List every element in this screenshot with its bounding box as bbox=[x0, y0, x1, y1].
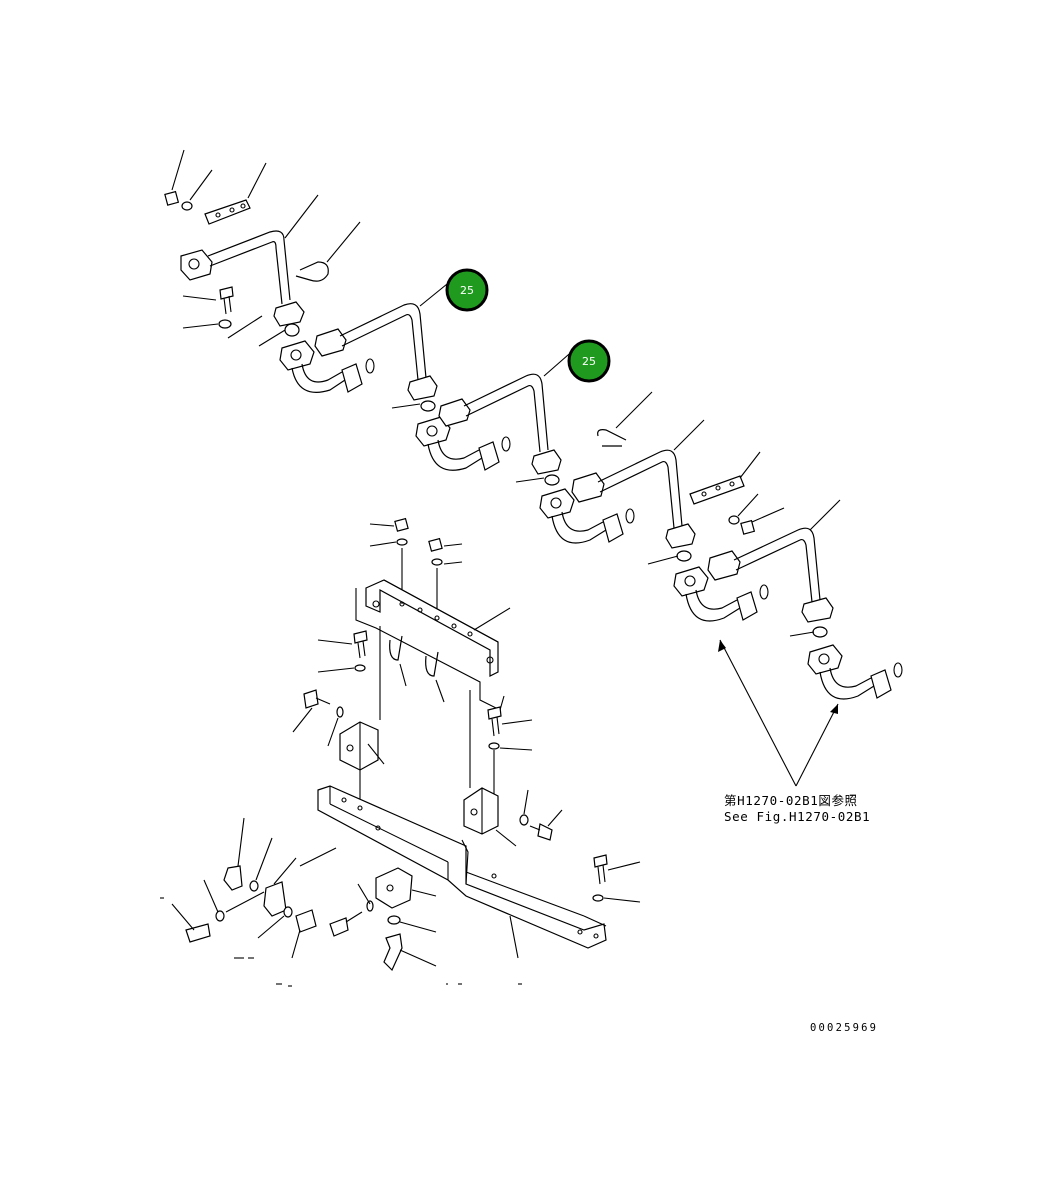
callout-badge[interactable]: 25 bbox=[567, 339, 611, 383]
callout-badge-label: 25 bbox=[460, 284, 474, 297]
clamp-plate-part bbox=[204, 199, 251, 225]
pipe-assembly-2 bbox=[314, 279, 511, 471]
pipe-flange-part bbox=[180, 249, 213, 281]
pipe-assembly-1 bbox=[164, 149, 375, 393]
pipe-assembly-5 bbox=[673, 499, 903, 787]
bracket-assembly bbox=[160, 517, 641, 987]
pipe-assembly-4 bbox=[571, 391, 785, 565]
callout-badge-label: 25 bbox=[582, 355, 596, 368]
u-bolt-part bbox=[295, 261, 329, 282]
callout-badge-circle bbox=[567, 339, 611, 383]
bolt-part bbox=[219, 286, 234, 300]
nut-part bbox=[164, 190, 180, 206]
callout-badge-circle bbox=[445, 268, 489, 312]
callout-badge[interactable]: 25 bbox=[445, 268, 489, 312]
document-number: 00025969 bbox=[810, 1022, 878, 1034]
reference-note-jp: 第H1270-02B1図参照 bbox=[724, 793, 858, 808]
reference-note-en: See Fig.H1270-02B1 bbox=[724, 809, 870, 824]
washer-part bbox=[181, 201, 193, 211]
pipe-assembly-3 bbox=[438, 347, 635, 544]
